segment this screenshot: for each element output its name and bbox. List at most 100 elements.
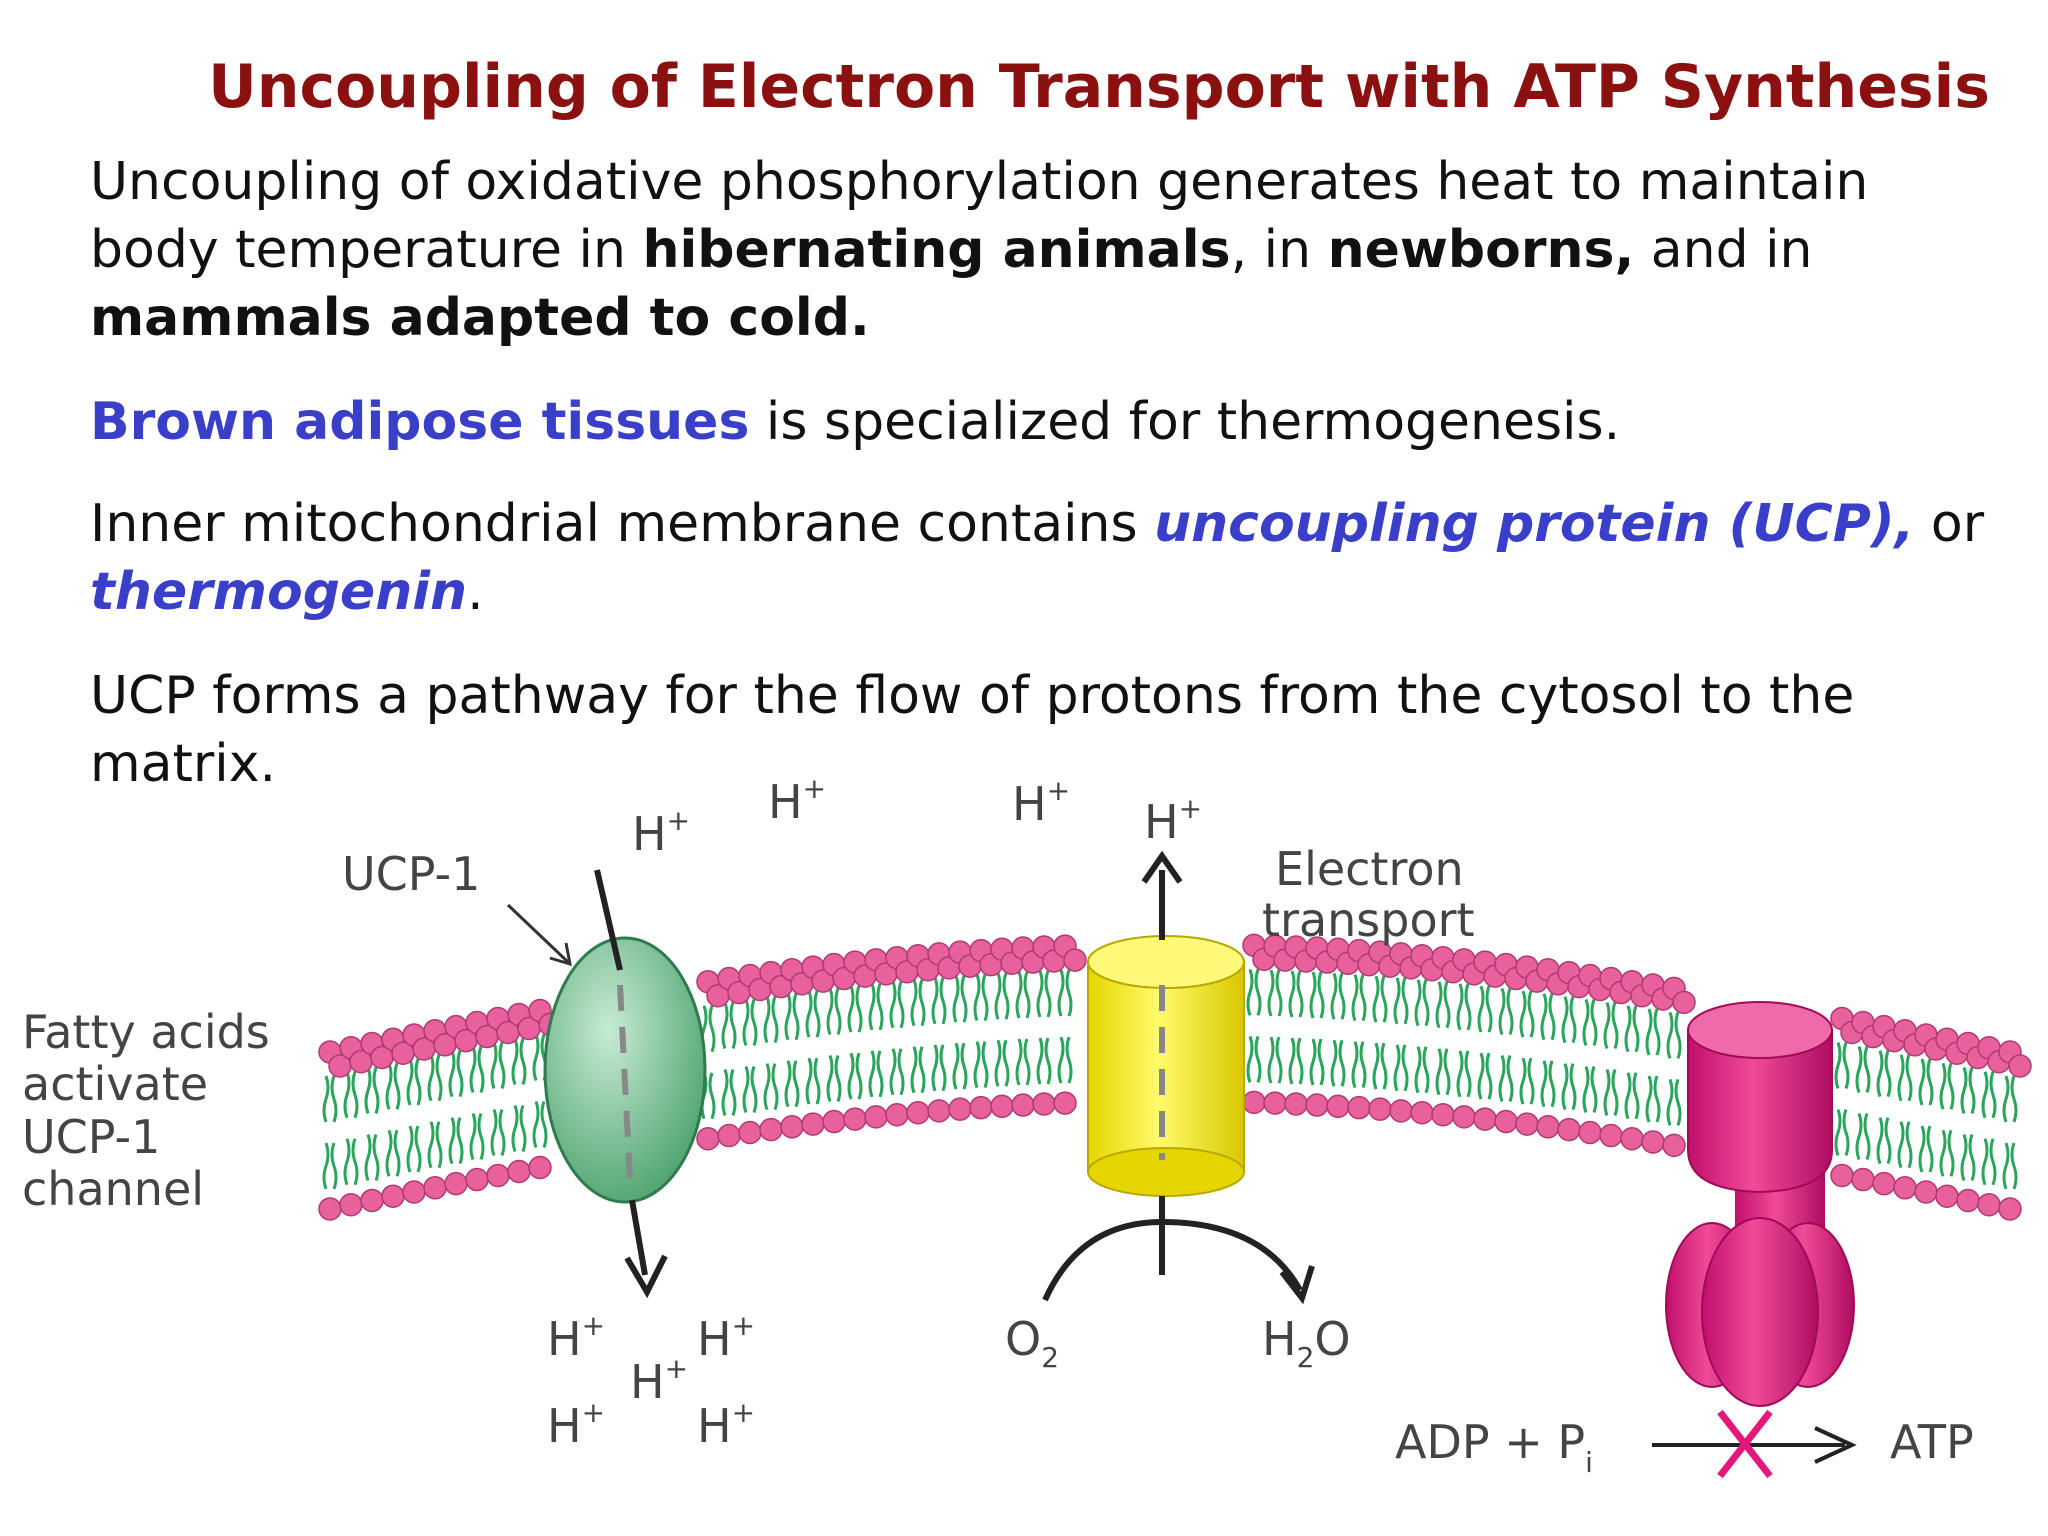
lipid-tail (1477, 985, 1493, 1033)
lipid-tail (1519, 990, 1535, 1038)
lipid-tail (469, 1046, 485, 1094)
lipid-head (1410, 1100, 1434, 1125)
lipid-tail (1015, 1038, 1031, 1086)
lipid-head (1389, 1099, 1413, 1123)
ucp1-proton-arrow-bottom (629, 1199, 648, 1276)
lipid-tail (1393, 1044, 1409, 1092)
proton-label: H+ (630, 1352, 688, 1409)
lipid-tail (490, 1041, 506, 1089)
lipid-head (2008, 1054, 2032, 1078)
lipid-tail (1414, 979, 1430, 1027)
lipid-tail (1624, 1005, 1640, 1053)
lipid-head (759, 1117, 783, 1142)
proton-label: H+ (697, 1396, 755, 1453)
lipid-tail (343, 1071, 359, 1119)
lipid-tail (1666, 1078, 1682, 1126)
lipid-head (1032, 1092, 1056, 1116)
slide-title: Uncoupling of Electron Transport with AT… (208, 52, 1990, 122)
lipid-head (1641, 1130, 1665, 1154)
lipid-head (885, 1102, 909, 1127)
atp-synthase-f1-center (1701, 1217, 1819, 1407)
lipid-head (1672, 990, 1696, 1015)
lipid-tail (1960, 1066, 1976, 1114)
etc-reaction-arc (1042, 1218, 1303, 1302)
lipid-tail (1897, 1121, 1913, 1169)
lipid-tail (1498, 1055, 1514, 1103)
lipid-head (423, 1176, 447, 1200)
lipid-tail (889, 1048, 905, 1096)
ucp1-label: UCP-1 (342, 847, 480, 901)
lipid-tail (1960, 1133, 1976, 1181)
lipid-tail (385, 1129, 401, 1177)
lipid-tail (1918, 1058, 1934, 1106)
lipid-tail (763, 996, 779, 1044)
lipid-head (969, 1095, 993, 1120)
ucp1-proton-arrow-top (594, 869, 623, 971)
lipid-head (1473, 1107, 1497, 1131)
lipid-head (927, 1099, 951, 1123)
lipid-tail (1981, 1071, 1997, 1119)
lipid-head (1830, 1163, 1854, 1188)
proton-label: H+ (1144, 792, 1202, 849)
fatty-acids-label-line: activate (22, 1057, 208, 1111)
lipid-head (801, 1112, 825, 1136)
proton-label: H+ (1012, 774, 1070, 831)
lipid-head (696, 1126, 720, 1151)
lipid-head (1935, 1184, 1959, 1208)
lipid-tail (1624, 1072, 1640, 1120)
lipid-tail (1246, 968, 1262, 1016)
lipid-tail (1288, 1037, 1304, 1085)
lipid-head (1011, 1093, 1035, 1117)
lipid-tail (1540, 1060, 1556, 1108)
lipid-tail (511, 1104, 527, 1152)
lipid-tail (931, 977, 947, 1025)
lipid-tail (1666, 1011, 1682, 1059)
lipid-tail (1834, 1108, 1850, 1156)
lipid-head (990, 1094, 1014, 1119)
lipid-head (465, 1167, 489, 1192)
lipid-tail (1876, 1117, 1892, 1165)
lipid-tail (1330, 1039, 1346, 1087)
lipid-tail (952, 1042, 968, 1090)
atp-synthase-top (1687, 1001, 1833, 1059)
lipid-head (1872, 1171, 1896, 1196)
proton-label: H+ (697, 1309, 755, 1366)
lipid-head (339, 1192, 363, 1217)
lipid-tail (532, 1101, 548, 1148)
lipid-tail (763, 1063, 779, 1111)
lipid-tail (1603, 1069, 1619, 1117)
lipid-head (822, 1109, 846, 1134)
lipid-head (1263, 1091, 1287, 1115)
lipid-tail (910, 1046, 926, 1094)
lipid-tail (973, 1041, 989, 1089)
electron-transport-top (1087, 935, 1245, 989)
electron-transport-bottom (1087, 1147, 1245, 1197)
lipid-tail (1519, 1057, 1535, 1105)
lipid-tail (406, 1058, 422, 1106)
lipid-tail (1918, 1125, 1934, 1173)
lipid-tail (511, 1037, 527, 1085)
electron-transport-label-line: Electron (1275, 842, 1464, 896)
ucp1-pointer (506, 903, 570, 964)
lipid-tail (1981, 1138, 1997, 1186)
lipid-tail (1036, 970, 1052, 1018)
lipid-tail (1855, 1046, 1871, 1094)
lipid-head (402, 1180, 426, 1204)
lipid-tail (1603, 1002, 1619, 1050)
electron-transport-complex (1087, 961, 1245, 1173)
lipid-tail (1498, 988, 1514, 1036)
blocked-cross-icon (1717, 1409, 1773, 1479)
lipid-tail (952, 975, 968, 1023)
paragraph-brown-adipose: Brown adipose tissues is specialized for… (90, 392, 1621, 452)
lipid-head (1662, 1133, 1686, 1158)
lipid-head (1893, 1176, 1917, 1200)
proton-label: H+ (768, 772, 826, 829)
lipid-tail (973, 974, 989, 1022)
paragraph-proton-pathway: UCP forms a pathway for the flow of prot… (90, 666, 1855, 794)
lipid-head (1368, 1097, 1392, 1121)
lipid-head (1914, 1180, 1938, 1204)
lipid-head (1599, 1123, 1623, 1148)
lipid-tail (427, 1054, 443, 1102)
lipid-tail (322, 1075, 338, 1123)
lipid-head (528, 1155, 552, 1180)
